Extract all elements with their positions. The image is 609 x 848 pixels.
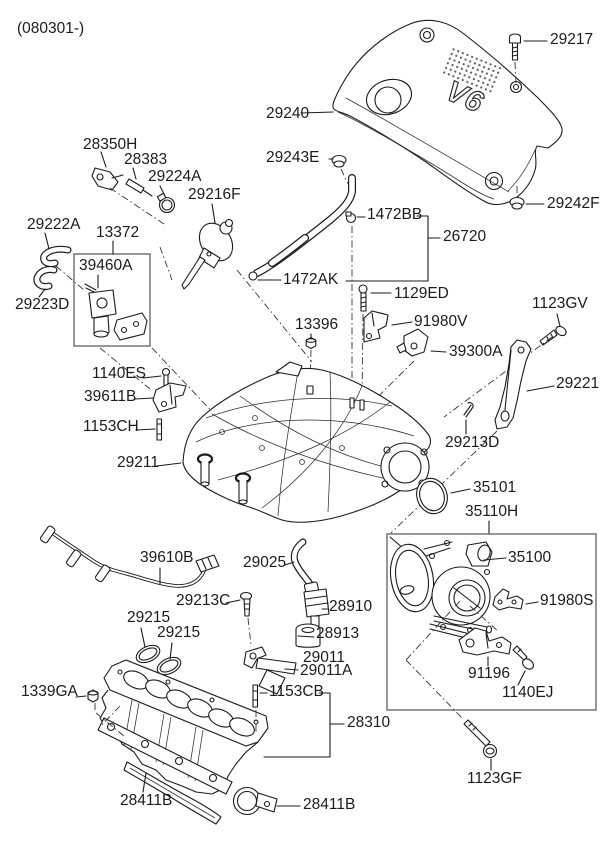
clamp-1472AK — [248, 271, 258, 281]
part-label-1153CB: 1153CB — [269, 683, 324, 700]
part-label-1153CH: 1153CH — [83, 418, 139, 435]
part-label-1472AK: 1472AK — [283, 271, 339, 288]
part-label-29217: 29217 — [550, 31, 594, 48]
part-label-39610B: 39610B — [140, 549, 194, 566]
engine-cover: V6 — [332, 19, 563, 206]
bracket-29011 — [243, 646, 297, 695]
part-label-29223D: 29223D — [15, 296, 70, 313]
grommet-29242F — [509, 196, 525, 210]
sensor-39300A — [396, 328, 429, 357]
part-label-35110H: 35110H — [465, 503, 519, 520]
bracket-91196 — [458, 627, 512, 656]
valve-28910 — [303, 581, 330, 627]
stud-1153CH — [156, 418, 163, 441]
part-label-39460A: 39460A — [79, 257, 133, 274]
actuator-29216F — [181, 218, 234, 290]
part-label-91980S: 91980S — [540, 592, 594, 609]
diagram-effective-date: (080301-) — [17, 20, 85, 37]
part-label-29211: 29211 — [117, 454, 159, 471]
part-label-29240: 29240 — [266, 105, 310, 122]
hose-29222A — [40, 245, 72, 268]
part-label-29222A: 29222A — [27, 216, 81, 233]
nut-1339GA — [87, 689, 99, 703]
bolt-1129ED — [358, 284, 368, 312]
part-label-29011: 29011 — [303, 649, 345, 666]
part-label-1472BB: 1472BB — [367, 206, 423, 223]
box-13372 — [73, 253, 151, 347]
bracket-91980S — [492, 588, 524, 611]
fitting-28350H — [91, 167, 124, 191]
part-label-1123GF: 1123GF — [467, 770, 522, 787]
throttle-body-35100 — [389, 539, 493, 643]
part-label-1140ES: 1140ES — [92, 365, 147, 382]
grommet-29243E — [331, 154, 347, 168]
bracket-39611B — [152, 382, 187, 413]
bolt-29213C — [239, 591, 253, 617]
part-label-29011A: 29011A — [300, 662, 353, 679]
box-35110H — [386, 533, 597, 711]
part-label-1129ED: 1129ED — [394, 285, 449, 302]
part-label-1339GA: 1339GA — [21, 683, 78, 700]
part-label-26720: 26720 — [443, 228, 487, 245]
stud-1153CB — [252, 684, 259, 708]
bolt-29217 — [508, 33, 522, 61]
hose-29223D — [33, 266, 58, 290]
part-label-39300A: 39300A — [449, 343, 503, 360]
part-label-28913: 28913 — [316, 625, 360, 642]
bolt-1123GF — [463, 719, 498, 759]
ignition-cable-39610B — [39, 525, 220, 588]
bracket-29221 — [494, 339, 532, 430]
gasket-35101 — [416, 477, 448, 515]
part-label-29025: 29025 — [243, 554, 287, 571]
part-label-29221: 29221 — [556, 375, 600, 392]
lower-intake-manifold — [97, 659, 269, 795]
part-label-29215a: 29215 — [127, 609, 171, 626]
part-label-35100: 35100 — [508, 549, 552, 566]
part-label-29213C: 29213C — [176, 592, 231, 609]
clamp-29224A — [156, 192, 176, 214]
hose-29025 — [290, 538, 314, 588]
part-label-13396: 13396 — [295, 316, 339, 333]
part-label-29213D: 29213D — [445, 434, 500, 451]
sensor-28383 — [125, 178, 153, 197]
part-label-28383: 28383 — [124, 151, 168, 168]
part-label-1123GV: 1123GV — [532, 295, 588, 312]
valve-39460A — [84, 283, 148, 341]
pin-29213D — [463, 402, 474, 418]
nut-13396 — [305, 336, 317, 350]
gasket-29215-b — [156, 656, 182, 676]
part-label-28411B-right: 28411B — [303, 796, 356, 813]
part-label-13372: 13372 — [96, 224, 140, 241]
part-label-29224A: 29224A — [148, 168, 202, 185]
part-label-28411B-left: 28411B — [120, 792, 173, 809]
hose-26720 — [248, 174, 357, 281]
part-label-39611B: 39611B — [84, 388, 137, 405]
gasket-28411B-right — [232, 786, 278, 816]
insulator-28913 — [295, 623, 321, 648]
part-label-29215b: 29215 — [157, 624, 201, 641]
bracket-91980V — [363, 310, 389, 343]
part-label-28310: 28310 — [347, 714, 391, 731]
part-label-29216F: 29216F — [188, 186, 241, 203]
part-label-1140EJ: 1140EJ — [502, 684, 554, 701]
part-label-91196: 91196 — [468, 665, 510, 682]
bolt-1123GV — [539, 325, 567, 346]
part-label-28910: 28910 — [329, 598, 373, 615]
part-label-91980V: 91980V — [414, 313, 468, 330]
upper-intake-manifold — [182, 361, 431, 523]
part-label-28350H: 28350H — [83, 136, 138, 153]
gasket-29215-a — [135, 644, 161, 664]
gasket-28411B-left — [123, 761, 222, 825]
part-label-29242F: 29242F — [547, 195, 600, 212]
bolt-1140EJ — [512, 645, 534, 670]
part-label-35101: 35101 — [473, 479, 517, 496]
part-label-29243E: 29243E — [266, 149, 320, 166]
